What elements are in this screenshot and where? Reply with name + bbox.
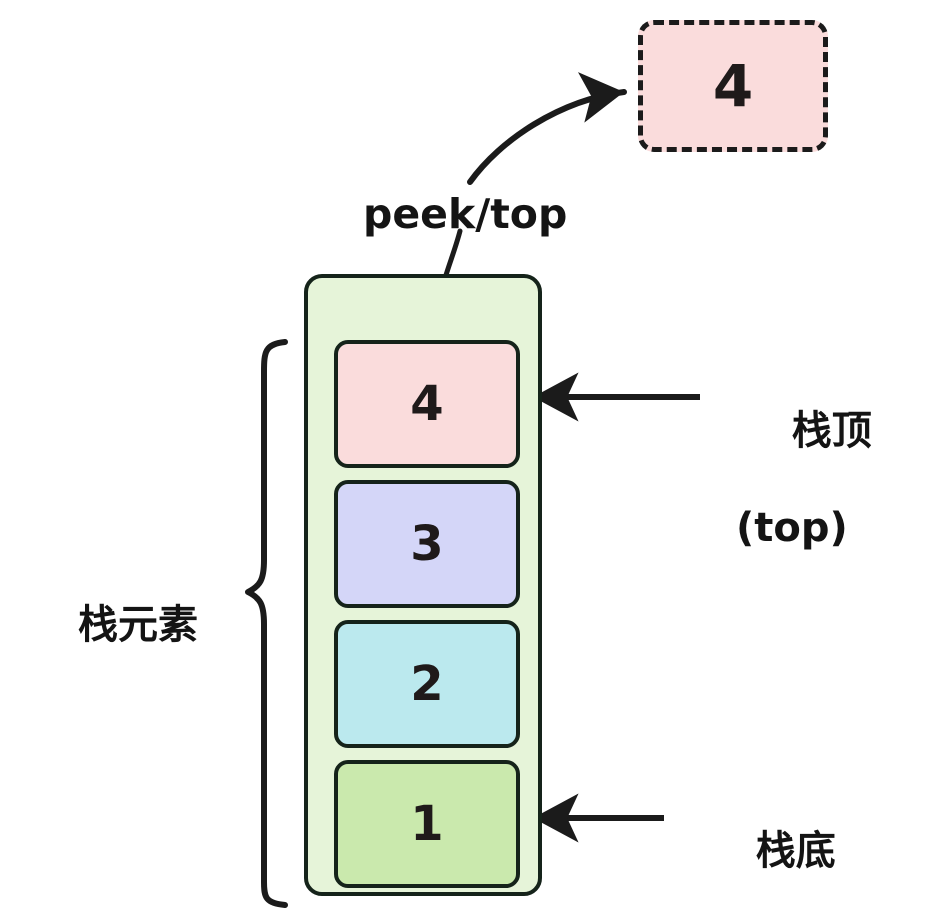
stack-top-label: 栈顶 (top) xyxy=(736,358,872,651)
stack-top-label-en: (top) xyxy=(736,505,848,552)
stack-elements-brace xyxy=(245,339,288,908)
stack-item-value: 4 xyxy=(410,376,444,432)
stack-bottom-label: 栈底 (bottom) xyxy=(700,778,900,916)
popped-element-value: 4 xyxy=(712,52,754,120)
stack-elements-label: 栈元素 xyxy=(78,602,198,648)
stack-items-list: 4 3 2 1 xyxy=(334,340,520,888)
stack-item-value: 1 xyxy=(410,796,444,852)
stack-item-value: 2 xyxy=(410,656,444,712)
stack-bottom-label-cn: 栈底 xyxy=(755,827,836,874)
stack-item: 2 xyxy=(334,620,520,748)
stack-item-value: 3 xyxy=(410,516,444,572)
pop-arrow xyxy=(467,72,627,185)
stack-item: 1 xyxy=(334,760,520,888)
stack-item: 3 xyxy=(334,480,520,608)
stack-item: 4 xyxy=(334,340,520,468)
popped-element-box: 4 xyxy=(638,20,828,152)
peek-top-label: peek/top xyxy=(363,190,568,238)
stack-container: 4 3 2 1 xyxy=(304,274,542,896)
stack-top-label-cn: 栈顶 xyxy=(791,407,872,454)
